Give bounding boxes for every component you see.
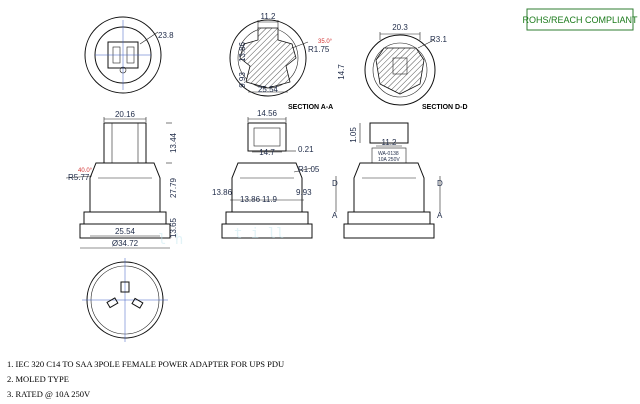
section-dd-title: SECTION D-D [422,104,468,111]
socket-face-view [82,258,168,342]
front-angle-label: 40.0° [78,168,93,174]
section-dd-height-label: 14.7 [337,64,346,80]
front-view: 20.16 13.44 27.79 13.65 R5.77 40.0° 25.5… [65,110,183,249]
section-aa-angle-label: 35.0° [318,39,333,45]
front-height3-label: 13.65 [169,217,178,238]
side-height1-label: 13.86 [212,188,233,197]
side-width3-label: 11.9 [262,195,278,204]
rear-label-rating: 10A 250V [378,157,400,163]
front-diameter-label: Ø34.72 [112,239,139,248]
earth-slot [120,281,130,293]
note-3: 3. RATED @ 10A 250V [7,389,91,399]
section-dd-radius-label: R3.1 [430,35,447,44]
top-left-diameter-label: 23.8 [158,31,174,40]
cut-mark-a-right: A [437,211,443,220]
side-inner-label: 14.7 [259,148,275,157]
live-slot [106,297,119,309]
side-height2-label: 9.93 [296,188,312,197]
rear-view: 1.05 11.2 WA-0138 10A 250V D A D A [332,122,443,239]
front-radius-label: R5.77 [68,173,90,182]
compliance-badge: ROHS/REACH COMPLIANT [522,8,638,31]
side-faint-watermark: t i ll [234,226,285,242]
top-left-end-view: 23.8 [84,16,174,94]
side-width2-label: 13.86 [240,195,261,204]
compliance-badge-text: ROHS/REACH COMPLIANT [522,15,638,25]
section-a-a-view: 11.2 13.86 9.93 R1.75 35.0° 25.54 SECTIO… [229,12,333,111]
notes: 1. IEC 320 C14 TO SAA 3POLE FEMALE POWER… [7,359,284,399]
front-height1-label: 13.44 [169,132,178,153]
rear-height-label: 1.05 [349,127,358,143]
side-width-label: 14.56 [257,109,278,118]
front-width-label: 20.16 [115,110,136,119]
side-view: 14.56 14.7 0.21 R1.05 13.86 13.86 11.9 9… [212,109,320,242]
front-height2-label: 27.79 [169,177,178,198]
section-aa-width-label: 11.2 [261,12,277,21]
cut-mark-d-left: D [332,179,338,188]
neutral-slot [131,297,144,309]
cut-mark-d-right: D [437,179,443,188]
section-aa-title: SECTION A-A [288,104,333,111]
section-d-d-view: 20.3 R3.1 14.7 SECTION D-D [337,23,468,111]
section-aa-radius-label: R1.75 [308,45,330,54]
front-faint-watermark: l h [158,232,183,248]
section-aa-height1-label: 13.86 [238,41,247,62]
front-base-label: 25.54 [115,227,136,236]
rear-label-model: WA-0138 [378,151,399,157]
section-aa-height2-label: 9.93 [238,72,247,88]
section-aa-diameter-label: 25.54 [258,85,279,94]
side-radius-label: R1.05 [298,165,320,174]
note-2: 2. MOLED TYPE [7,374,69,384]
cut-mark-a-left: A [332,211,338,220]
side-gap-label: 0.21 [298,145,314,154]
note-1: 1. IEC 320 C14 TO SAA 3POLE FEMALE POWER… [7,359,284,369]
section-dd-width-label: 20.3 [392,23,408,32]
rear-width-label: 11.2 [382,138,398,147]
